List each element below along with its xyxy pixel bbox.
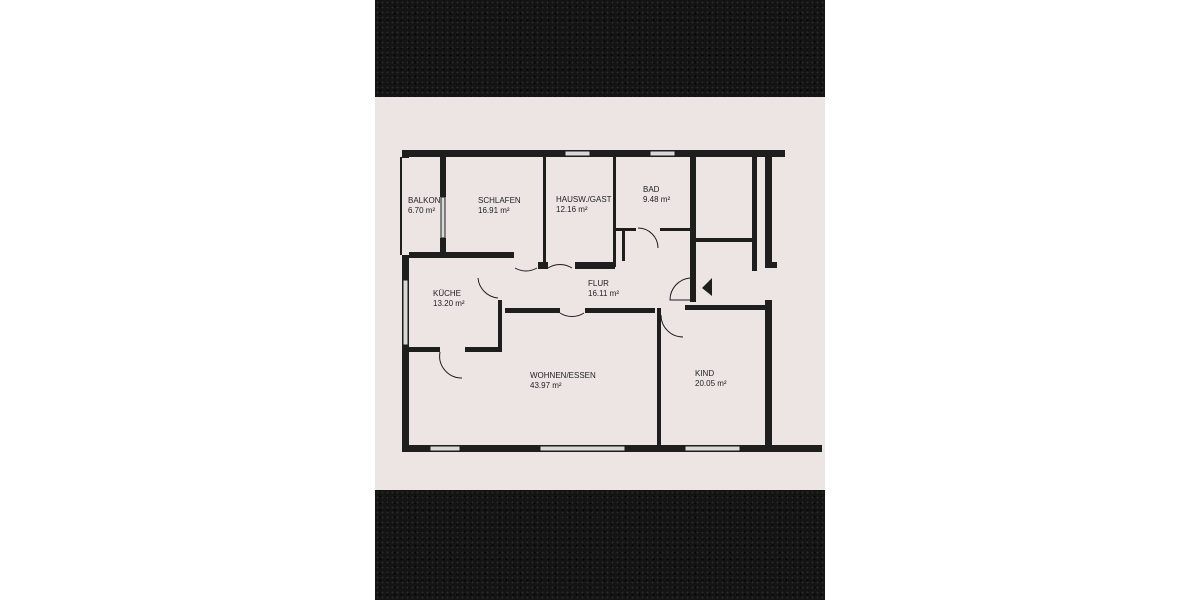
wall — [622, 231, 625, 261]
room-area: 20.05 m² — [695, 379, 727, 388]
window — [429, 445, 461, 452]
wall — [543, 157, 546, 269]
wall-right-upper — [765, 150, 772, 268]
walls — [402, 150, 822, 452]
door-swing — [559, 312, 585, 317]
wall — [538, 262, 548, 269]
room-area: 13.20 m² — [433, 299, 465, 308]
wall — [575, 262, 615, 269]
wall — [402, 347, 440, 352]
wall — [613, 157, 616, 267]
room-name: KIND — [695, 369, 714, 378]
door-swing — [439, 351, 463, 379]
wall — [585, 308, 655, 313]
room-area: 12.16 m² — [556, 205, 588, 214]
wall — [440, 238, 446, 258]
wall-right — [765, 300, 772, 452]
room-name: HAUSW./GAST — [556, 195, 612, 204]
door-swing — [660, 314, 684, 338]
room-name: KÜCHE — [433, 289, 461, 298]
wall-stub — [765, 262, 777, 268]
windows — [402, 150, 741, 452]
door-swing — [547, 264, 573, 269]
wall — [616, 228, 636, 231]
room-area: 9.48 m² — [643, 195, 670, 204]
door-swing — [669, 277, 691, 301]
room-area: 43.97 m² — [530, 381, 562, 390]
wall-left — [402, 255, 409, 452]
room-area: 16.91 m² — [478, 206, 510, 215]
wall — [409, 252, 514, 258]
wall — [752, 157, 757, 271]
room-name: BAD — [643, 185, 660, 194]
door-swing — [637, 227, 659, 249]
wall — [498, 300, 502, 352]
room-name: BALKON — [408, 196, 441, 205]
paper-sheet — [375, 97, 825, 490]
doors — [439, 227, 691, 379]
room-name: SCHLAFEN — [478, 196, 521, 205]
balcony-rail — [400, 157, 402, 255]
window — [564, 150, 591, 157]
window — [440, 196, 446, 239]
door-swing — [477, 277, 499, 299]
wall-top — [402, 150, 785, 157]
door-swing — [514, 267, 538, 272]
wall — [696, 238, 753, 242]
wall — [465, 347, 502, 352]
wall — [402, 150, 409, 158]
wall — [440, 157, 446, 197]
room-name: FLUR — [588, 279, 609, 288]
wall — [690, 157, 696, 302]
window — [649, 150, 676, 157]
wall — [685, 305, 770, 310]
wall — [657, 308, 661, 448]
wall — [505, 308, 560, 313]
wall — [660, 228, 692, 231]
entrance-arrow-icon — [702, 278, 712, 296]
room-area: 16.11 m² — [588, 289, 619, 298]
room-name: WOHNEN/ESSEN — [530, 371, 596, 380]
window — [684, 445, 741, 452]
room-area: 6.70 m² — [408, 206, 435, 215]
window — [402, 279, 409, 346]
window — [539, 445, 626, 452]
